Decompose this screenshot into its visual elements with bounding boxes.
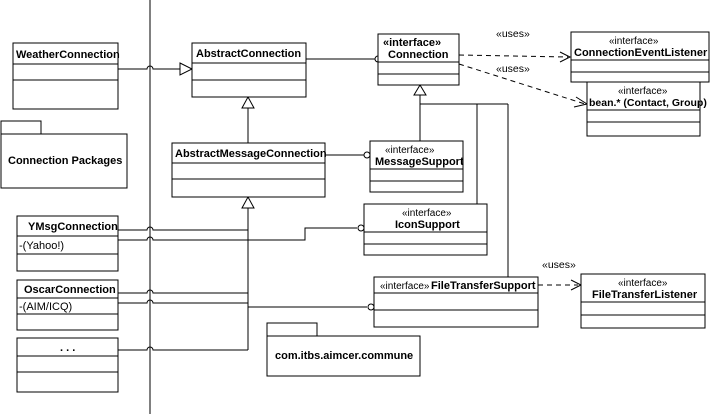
- file-transfer-support-lollipop: [367, 303, 375, 311]
- file-transfer-listener-stereotype: «interface»: [618, 278, 668, 289]
- icon-support-name: IconSupport: [395, 219, 460, 231]
- uses-label-event-listener: «uses»: [496, 28, 530, 40]
- ymsg-icon-support-line: [118, 227, 357, 241]
- connection-name: Connection: [388, 49, 449, 61]
- abstract-message-connection-name: AbstractMessageConnection: [175, 148, 327, 160]
- weather-connection-class: WeatherConnection: [12, 42, 120, 110]
- message-support-name: MessageSupport: [375, 156, 464, 168]
- icon-support-lollipop: [357, 224, 365, 232]
- connection-packages-name: Connection Packages: [8, 155, 122, 167]
- ymsg-extends-line: [118, 226, 248, 231]
- subclass-generalization-arrow: [241, 195, 255, 209]
- ymsg-connection-name: YMsgConnection: [28, 221, 118, 233]
- event-listener-stereotype: «interface»: [609, 36, 659, 47]
- ymsg-connection-attr: -(Yahoo!): [19, 240, 64, 252]
- message-support-stereotype: «interface»: [385, 145, 435, 156]
- message-support-lollipop: [363, 151, 371, 159]
- weather-generalization-arrow: [179, 62, 194, 76]
- oscar-connection-attr: -(AIM/ICQ): [19, 301, 72, 313]
- weather-connection-name: WeatherConnection: [16, 49, 120, 61]
- uses-bean-line: [458, 63, 586, 105]
- file-transfer-support-interface: «interface» FileTransferSupport: [373, 276, 539, 328]
- commune-package: com.itbs.aimcer.commune: [266, 322, 421, 377]
- uses-label-file-transfer-listener: «uses»: [542, 259, 576, 271]
- connection-stereotype: «interface»: [383, 37, 441, 49]
- ymsg-connection-class: YMsgConnection -(Yahoo!): [16, 215, 119, 272]
- bean-stereotype: «interface»: [618, 86, 668, 97]
- message-support-interface: «interface» MessageSupport: [369, 140, 464, 193]
- uses-event-listener-line: [458, 54, 569, 58]
- bean-interface: «interface» bean.* (Contact, Group): [586, 81, 707, 137]
- uses-label-bean: «uses»: [496, 63, 530, 75]
- more-connections-name: . . .: [60, 342, 75, 354]
- commune-package-name: com.itbs.aimcer.commune: [275, 350, 413, 362]
- connection-generalization-arrow: [413, 84, 427, 96]
- oscar-file-transfer-line: [118, 299, 367, 308]
- connection-event-listener-interface: «interface» ConnectionEventListener: [570, 31, 710, 83]
- weather-extends-line: [118, 65, 180, 70]
- connection-interface: «interface» Connection: [377, 33, 460, 86]
- oscar-extends-line: [118, 289, 248, 294]
- file-transfer-listener-interface: «interface» FileTransferListener: [580, 273, 706, 329]
- icon-support-stereotype: «interface»: [402, 208, 452, 219]
- bean-name: bean.* (Contact, Group): [589, 97, 707, 109]
- icon-support-interface: «interface» IconSupport: [363, 203, 488, 256]
- file-transfer-support-name: FileTransferSupport: [431, 280, 536, 292]
- file-transfer-support-stereotype: «interface»: [380, 281, 430, 292]
- abstract-connection-class: AbstractConnection: [191, 42, 307, 98]
- more-connections-class: . . .: [16, 337, 119, 393]
- abstract-connection-name: AbstractConnection: [196, 48, 301, 60]
- abstract-message-connection-class: AbstractMessageConnection: [171, 142, 327, 198]
- file-transfer-listener-name: FileTransferListener: [592, 289, 698, 301]
- oscar-connection-name: OscarConnection: [24, 284, 116, 296]
- amc-generalization-arrow: [241, 95, 255, 109]
- more-extends-line: [118, 346, 248, 351]
- uses-event-listener-arrowhead: [559, 51, 572, 63]
- connection-packages-package: Connection Packages: [0, 120, 128, 189]
- uses-bean-arrowhead: [573, 96, 589, 108]
- oscar-connection-class: OscarConnection -(AIM/ICQ): [16, 279, 119, 331]
- connection-event-listener-name: ConnectionEventListener: [574, 47, 708, 59]
